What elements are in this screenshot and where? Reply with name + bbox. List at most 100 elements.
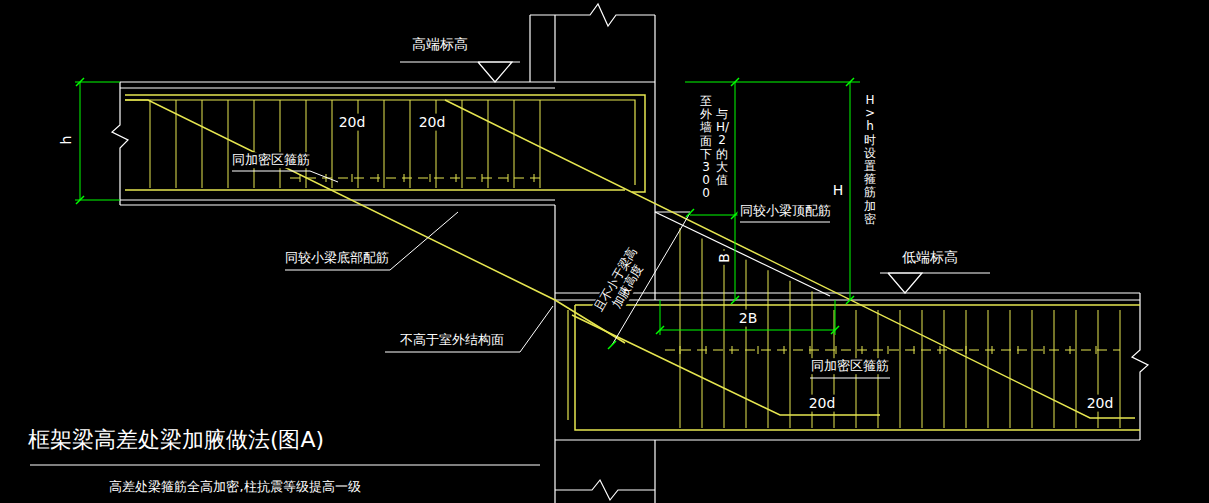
stirrup	[724, 249, 725, 428]
drawing-label: 高端标高	[410, 36, 470, 53]
stirrup-mark	[1096, 346, 1097, 354]
dimension-line	[75, 200, 120, 201]
drawing-label: 同加密区箍筋	[230, 152, 312, 168]
drawing-line	[555, 439, 1140, 440]
drawing-label: 同加密区箍筋	[809, 358, 891, 374]
stirrup	[306, 100, 307, 188]
stirrup-mark	[914, 346, 915, 354]
stirrup	[462, 100, 463, 188]
stirrup-mark	[508, 174, 509, 182]
drawing-label: H	[831, 182, 846, 199]
stirrup-mark	[784, 346, 785, 354]
drawing-line	[120, 199, 555, 200]
drawing-line	[555, 299, 1140, 300]
stirrup-mark	[430, 174, 431, 182]
drawing-caption: 高差处梁箍筋全高加密,柱抗震等级提高一级	[107, 479, 362, 495]
stirrup-mark	[456, 174, 457, 182]
dimension-tick	[686, 209, 694, 217]
dimension-tick	[76, 78, 84, 86]
leader-line	[232, 171, 338, 182]
dimension-line	[75, 82, 120, 83]
stirrup-mark	[1018, 346, 1019, 354]
stirrup	[228, 100, 229, 188]
stirrup	[540, 100, 541, 188]
stirrup	[680, 228, 681, 428]
stirrup	[1076, 310, 1077, 428]
dimension-tick	[76, 196, 84, 204]
vertical-note: H>h时设置箍筋加密	[864, 93, 876, 227]
dimension-line	[660, 330, 835, 331]
stirrup-mark	[758, 346, 759, 354]
stirrup	[514, 100, 515, 188]
dimension-tick	[846, 78, 854, 86]
stirrup-mark	[326, 174, 327, 182]
stirrup	[488, 100, 489, 188]
stirrup	[922, 310, 923, 428]
dimension-tick	[608, 341, 616, 349]
drawing-label: 同较小梁底部配筋	[283, 250, 391, 266]
stirrup	[702, 239, 703, 428]
stirrup-mark	[352, 174, 353, 182]
break-symbol	[530, 4, 655, 26]
stirrup-mark	[966, 346, 967, 354]
rebar	[125, 95, 645, 192]
stirrup	[254, 100, 255, 188]
stirrup-mark	[888, 346, 889, 354]
stirrup-mark	[992, 346, 993, 354]
rebar	[567, 310, 568, 420]
stirrup	[1032, 310, 1033, 428]
stirrup	[746, 260, 747, 428]
vertical-note: 与H/2的大值	[716, 107, 728, 188]
dimension-line	[685, 82, 860, 83]
leader-line	[810, 378, 890, 379]
drawing-line	[120, 204, 555, 205]
title-underline	[30, 465, 540, 466]
stirrup-mark	[378, 174, 379, 182]
drawing-line	[120, 87, 555, 88]
dimension-line	[850, 82, 851, 300]
stirrup-mark	[534, 174, 535, 182]
stirrup	[150, 100, 151, 188]
stirrup	[900, 310, 901, 428]
stirrup	[1054, 310, 1055, 428]
drawing-line	[120, 81, 655, 82]
stirrup-mark	[706, 346, 707, 354]
drawing-label: 不高于室外结构面	[398, 332, 506, 348]
drawing-label: 20d	[417, 114, 448, 131]
stirrup	[202, 100, 203, 188]
stirrup	[790, 281, 791, 428]
stirrup	[1010, 310, 1011, 428]
stirrup-mark	[940, 346, 941, 354]
stirrup-mark	[1070, 346, 1071, 354]
stirrup-mark	[680, 346, 681, 354]
dimension-tick	[831, 326, 839, 334]
drawing-title: 框架梁高差处梁加腋做法(图A)	[26, 427, 326, 453]
stirrup	[332, 100, 333, 188]
stirrup	[280, 100, 281, 188]
stirrup-mark	[404, 174, 405, 182]
column-edge	[529, 15, 530, 82]
stirrup-mark	[482, 174, 483, 182]
stirrup	[768, 270, 769, 428]
leader-line	[385, 306, 553, 352]
stirrup	[410, 100, 411, 188]
break-symbol	[555, 480, 655, 500]
dimension-line	[735, 82, 736, 300]
drawing-label: B	[716, 251, 733, 265]
column-edge	[554, 15, 555, 82]
drawing-label: 2B	[737, 310, 760, 327]
stirrup-mark	[810, 346, 811, 354]
dimension-tick	[846, 296, 854, 304]
drawing-label: 20d	[1085, 395, 1116, 412]
stirrup	[988, 310, 989, 428]
column-edge	[654, 440, 655, 503]
stirrup-mark	[1044, 346, 1045, 354]
vertical-note: 至外墙面下300	[700, 94, 712, 202]
drawing-label: 且不小于梁高加腋高度	[591, 243, 654, 323]
column-edge	[554, 205, 555, 503]
haunch-edge	[655, 212, 830, 296]
drawing-label: 20d	[337, 114, 368, 131]
stirrup-mark	[665, 350, 1120, 351]
leader-line	[740, 222, 830, 223]
